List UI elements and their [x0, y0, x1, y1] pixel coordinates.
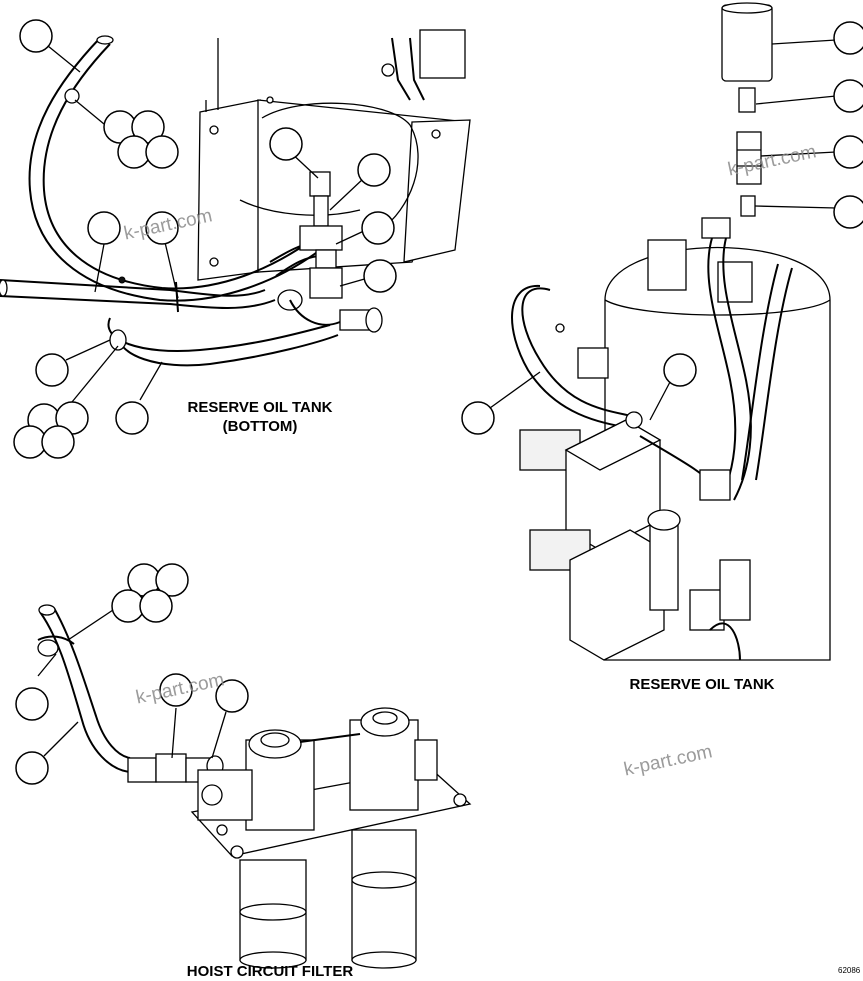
- callout-balloon: [145, 211, 179, 245]
- caption-reserve-tank: RESERVE OIL TANK: [629, 676, 775, 693]
- callout-balloon: [41, 425, 75, 459]
- callout-balloon: [357, 153, 391, 187]
- callout-balloon: [833, 195, 863, 229]
- callout-balloon: [833, 21, 863, 55]
- callout-balloon: [663, 353, 697, 387]
- callout-balloon: [363, 259, 397, 293]
- caption-line-2: (BOTTOM): [222, 418, 298, 435]
- callout-balloon: [15, 751, 49, 785]
- caption-hoist-filter: HOIST CIRCUIT FILTER: [186, 963, 354, 980]
- callout-balloon: [87, 211, 121, 245]
- callout-balloon: [461, 401, 495, 435]
- callout-balloons: [13, 19, 863, 785]
- callout-balloon: [833, 135, 863, 169]
- caption-line-1: RESERVE OIL TANK: [187, 399, 333, 416]
- callout-balloon: [111, 589, 145, 623]
- reserve-tank-illustration: [511, 2, 831, 661]
- callout-balloon: [145, 135, 179, 169]
- caption-reserve-tank-bottom: RESERVE OIL TANK (BOTTOM): [185, 398, 335, 436]
- hoist-filter-illustration: [37, 604, 472, 969]
- callout-balloon: [35, 353, 69, 387]
- callout-balloon: [139, 589, 173, 623]
- reserve-tank-bottom-illustration: [0, 29, 471, 367]
- callout-balloon: [159, 673, 193, 707]
- callout-balloon: [13, 425, 47, 459]
- callout-balloon: [19, 19, 53, 53]
- callout-balloon: [15, 687, 49, 721]
- callout-balloon: [215, 679, 249, 713]
- callout-balloon: [115, 401, 149, 435]
- callout-balloon: [361, 211, 395, 245]
- callout-balloon: [269, 127, 303, 161]
- callout-balloon: [833, 79, 863, 113]
- drawing-number: 62086: [838, 966, 861, 975]
- callout-balloon: [155, 563, 189, 597]
- callout-balloon: [117, 135, 151, 169]
